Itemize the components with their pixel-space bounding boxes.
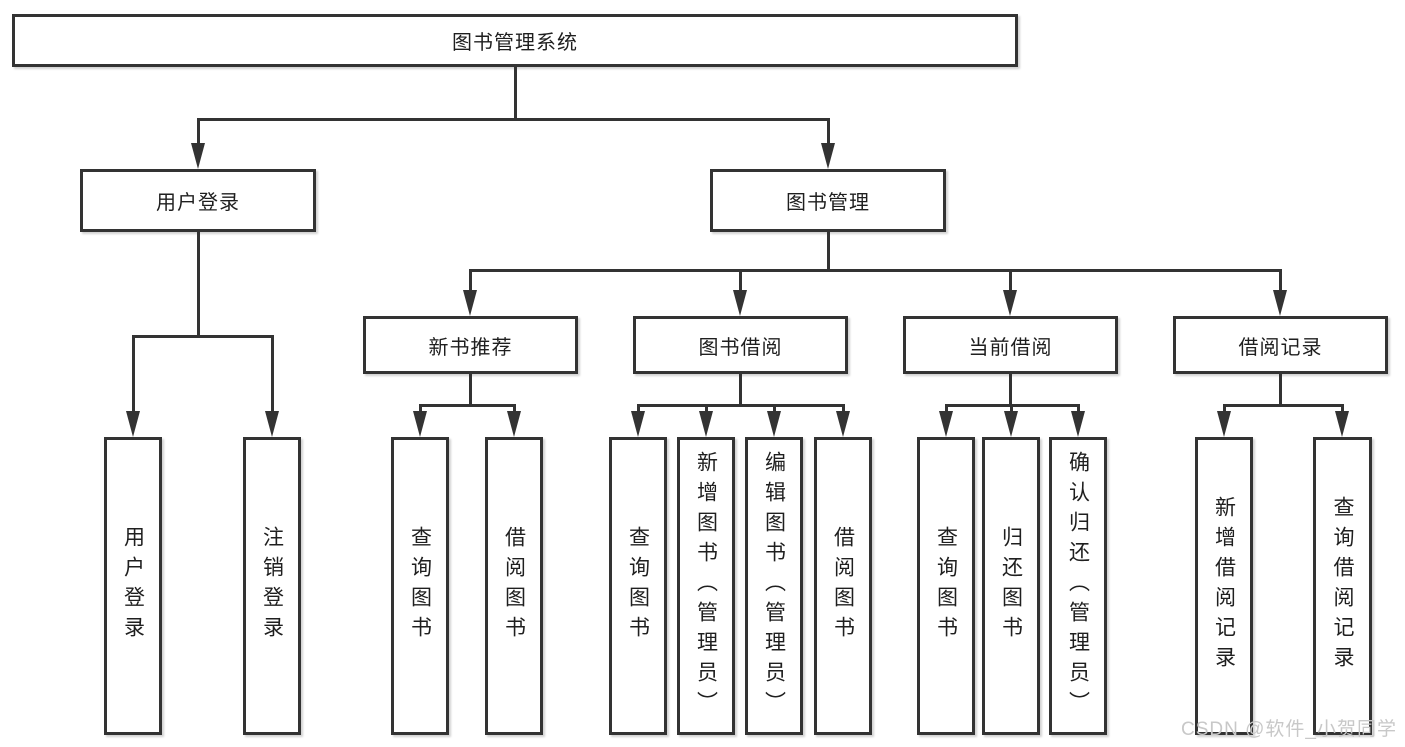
arrowhead-down-icon xyxy=(699,411,713,437)
connector-line xyxy=(1279,269,1282,293)
node-current-borrow: 当前借阅 xyxy=(903,316,1118,374)
arrowhead-down-icon xyxy=(1004,411,1018,437)
leaf-rec-borrow-book-label: 借阅图书 xyxy=(502,526,526,646)
connector-line xyxy=(827,232,830,271)
connector-line xyxy=(637,404,640,414)
arrowhead-down-icon xyxy=(631,411,645,437)
arrowhead-down-icon xyxy=(939,411,953,437)
leaf-cb-confirm-return: 确认归还（管理员） xyxy=(1049,437,1107,735)
node-book-management-label: 图书管理 xyxy=(786,192,870,214)
leaf-rec-query-book: 查询图书 xyxy=(391,437,449,735)
connector-line xyxy=(773,404,776,414)
connector-line xyxy=(637,404,845,407)
connector-line xyxy=(1279,374,1282,406)
connector-line xyxy=(197,232,200,337)
node-book-borrow: 图书借阅 xyxy=(633,316,848,374)
leaf-br-query-record-label: 查询借阅记录 xyxy=(1331,496,1354,676)
arrowhead-down-icon xyxy=(767,411,781,437)
connector-line xyxy=(1223,404,1226,414)
connector-line xyxy=(1010,404,1013,414)
leaf-br-add-record-label: 新增借阅记录 xyxy=(1212,496,1236,676)
node-current-borrow-label: 当前借阅 xyxy=(968,336,1053,359)
leaf-bb-edit-book-label: 编辑图书（管理员） xyxy=(762,451,786,721)
arrowhead-down-icon xyxy=(821,143,835,169)
node-book-borrow-label: 图书借阅 xyxy=(698,336,783,359)
connector-line xyxy=(197,118,200,150)
connector-line xyxy=(469,269,1281,272)
node-new-book-recommend: 新书推荐 xyxy=(363,316,578,374)
leaf-cb-query-book: 查询图书 xyxy=(917,437,975,735)
connector-line xyxy=(469,374,472,406)
csdn-watermark: CSDN @软件_小贺同学 xyxy=(1181,719,1397,740)
node-root-label: 图书管理系统 xyxy=(452,32,578,54)
leaf-bb-borrow-book-label: 借阅图书 xyxy=(831,526,855,646)
connector-line xyxy=(842,404,845,414)
arrowhead-down-icon xyxy=(413,411,427,437)
arrowhead-down-icon xyxy=(1273,290,1287,316)
connector-line xyxy=(197,118,830,121)
connector-line xyxy=(945,404,948,414)
arrowhead-down-icon xyxy=(733,290,747,316)
arrowhead-down-icon xyxy=(836,411,850,437)
arrowhead-down-icon xyxy=(507,411,521,437)
leaf-logout-label: 注销登录 xyxy=(260,526,284,646)
leaf-bb-query-book-label: 查询图书 xyxy=(626,526,650,646)
node-user-login: 用户登录 xyxy=(80,169,316,232)
connector-line xyxy=(513,404,516,414)
connector-line xyxy=(419,404,516,407)
connector-line xyxy=(514,67,517,120)
connector-line xyxy=(132,335,274,338)
node-borrow-records-label: 借阅记录 xyxy=(1238,336,1323,359)
connector-line xyxy=(739,269,742,293)
connector-line xyxy=(1077,404,1080,414)
leaf-br-add-record: 新增借阅记录 xyxy=(1195,437,1253,735)
connector-line xyxy=(705,404,708,414)
node-user-login-label: 用户登录 xyxy=(156,192,240,214)
leaf-cb-return-book: 归还图书 xyxy=(982,437,1040,735)
leaf-user-login: 用户登录 xyxy=(104,437,162,735)
node-root: 图书管理系统 xyxy=(12,14,1018,67)
arrowhead-down-icon xyxy=(1335,411,1349,437)
node-book-management: 图书管理 xyxy=(710,169,946,232)
leaf-cb-query-book-label: 查询图书 xyxy=(934,526,958,646)
leaf-logout: 注销登录 xyxy=(243,437,301,735)
arrowhead-down-icon xyxy=(463,290,477,316)
leaf-bb-edit-book: 编辑图书（管理员） xyxy=(745,437,803,735)
arrowhead-down-icon xyxy=(1217,411,1231,437)
leaf-bb-borrow-book: 借阅图书 xyxy=(814,437,872,735)
leaf-cb-confirm-return-label: 确认归还（管理员） xyxy=(1066,451,1090,721)
connector-line xyxy=(827,118,830,150)
leaf-bb-add-book-label: 新增图书（管理员） xyxy=(694,451,718,721)
leaf-bb-query-book: 查询图书 xyxy=(609,437,667,735)
connector-line xyxy=(469,269,472,293)
connector-line xyxy=(1223,404,1344,407)
leaf-br-query-record: 查询借阅记录 xyxy=(1313,437,1372,735)
connector-line xyxy=(1341,404,1344,414)
connector-line xyxy=(271,335,274,415)
arrowhead-down-icon xyxy=(1071,411,1085,437)
connector-line xyxy=(132,335,135,415)
arrowhead-down-icon xyxy=(1003,290,1017,316)
connector-line xyxy=(1009,374,1012,406)
leaf-bb-add-book: 新增图书（管理员） xyxy=(677,437,735,735)
arrowhead-down-icon xyxy=(126,411,140,437)
node-borrow-records: 借阅记录 xyxy=(1173,316,1388,374)
node-new-book-recommend-label: 新书推荐 xyxy=(428,336,513,359)
connector-line xyxy=(1009,269,1012,293)
leaf-rec-borrow-book: 借阅图书 xyxy=(485,437,543,735)
connector-line xyxy=(739,374,742,406)
leaf-rec-query-book-label: 查询图书 xyxy=(408,526,432,646)
connector-line xyxy=(419,404,422,414)
arrowhead-down-icon xyxy=(191,143,205,169)
leaf-user-login-label: 用户登录 xyxy=(121,526,145,646)
leaf-cb-return-book-label: 归还图书 xyxy=(999,526,1023,646)
arrowhead-down-icon xyxy=(265,411,279,437)
